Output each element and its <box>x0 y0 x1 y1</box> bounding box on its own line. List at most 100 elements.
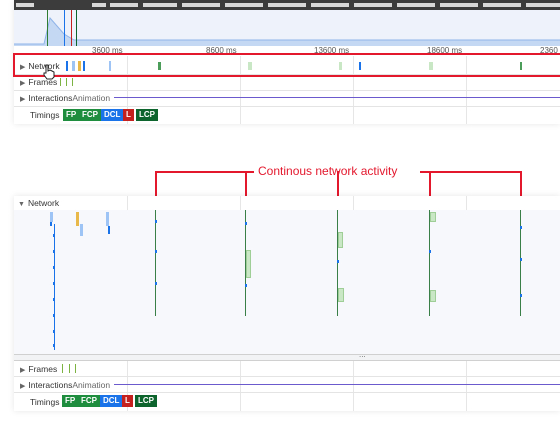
network-track-label[interactable]: ▼Network <box>18 198 62 208</box>
collapse-icon[interactable]: ▼ <box>18 201 25 208</box>
network-request[interactable] <box>245 284 247 287</box>
network-request[interactable] <box>338 288 344 302</box>
network-request[interactable] <box>53 344 55 347</box>
filmstrip-frame <box>225 3 263 7</box>
interactions-track-label[interactable]: ▶InteractionsAnimation <box>20 93 113 103</box>
timeline-overview-panel: 3600 ms 8600 ms 13600 ms 18600 ms 2360 ▶… <box>14 0 560 124</box>
network-request[interactable] <box>106 212 109 226</box>
network-request[interactable] <box>248 62 252 70</box>
cpu-overview[interactable] <box>14 0 560 46</box>
network-request[interactable] <box>50 212 53 222</box>
timeline-expanded-panel: ▼Network <box>14 196 560 411</box>
network-request-burst[interactable] <box>245 210 246 316</box>
network-request[interactable] <box>53 298 55 301</box>
interactions-track-label[interactable]: ▶InteractionsAnimation <box>20 380 113 390</box>
network-request[interactable] <box>359 62 361 70</box>
network-request[interactable] <box>53 234 55 237</box>
time-ruler: 3600 ms 8600 ms 13600 ms 18600 ms 2360 <box>14 46 560 56</box>
network-request[interactable] <box>337 260 339 263</box>
frame-marker[interactable] <box>75 364 76 373</box>
network-request[interactable] <box>53 266 55 269</box>
interaction-line <box>114 97 560 98</box>
timing-fcp-badge[interactable]: FCP <box>78 395 100 407</box>
expand-icon[interactable]: ▶ <box>20 367 26 374</box>
network-request[interactable] <box>53 314 55 317</box>
annotation-arrow <box>337 171 339 201</box>
ruler-tick: 18600 ms <box>427 46 463 55</box>
network-request-chain[interactable] <box>54 224 55 350</box>
timings-track[interactable]: Timings FP FCP DCL L LCP <box>14 393 560 411</box>
network-request[interactable] <box>53 250 55 253</box>
network-waterfall[interactable] <box>14 210 560 354</box>
expand-icon[interactable]: ▶ <box>20 64 26 71</box>
timings-track-label[interactable]: Timings <box>30 397 62 407</box>
network-request-burst[interactable] <box>520 210 521 316</box>
frame-marker[interactable] <box>69 364 70 373</box>
timings-track[interactable]: Timings FP FCP DCL L LCP <box>14 106 560 124</box>
network-request[interactable] <box>430 212 436 222</box>
timing-lcp-badge[interactable]: LCP <box>135 395 157 407</box>
network-track-header[interactable]: ▼Network <box>14 196 560 210</box>
interactions-track[interactable]: ▶InteractionsAnimation <box>14 90 560 107</box>
network-request[interactable] <box>430 290 436 302</box>
filmstrip-frame <box>110 3 138 7</box>
network-track-label[interactable]: ▶Network <box>20 61 62 71</box>
network-request[interactable] <box>520 294 522 297</box>
network-request[interactable] <box>429 62 433 70</box>
network-request[interactable] <box>520 258 522 261</box>
network-request[interactable] <box>245 222 247 225</box>
expand-icon[interactable]: ▶ <box>20 96 26 103</box>
network-request[interactable] <box>520 226 522 229</box>
frames-track-label[interactable]: ▶Frames <box>20 77 60 87</box>
interactions-track[interactable]: ▶InteractionsAnimation <box>14 377 560 393</box>
annotation-label: Continous network activity <box>258 164 398 178</box>
frame-marker[interactable] <box>72 78 73 86</box>
network-request[interactable] <box>83 61 85 71</box>
network-request[interactable] <box>520 62 522 70</box>
network-request[interactable] <box>78 61 81 71</box>
timing-dcl-badge[interactable]: DCL <box>101 109 124 121</box>
frames-track-label[interactable]: ▶Frames <box>20 364 60 374</box>
network-request[interactable] <box>339 62 342 70</box>
frames-track[interactable]: ▶Frames <box>14 361 560 377</box>
network-request[interactable] <box>338 232 343 248</box>
frame-marker[interactable] <box>66 78 67 86</box>
network-request-burst[interactable] <box>337 210 338 316</box>
frame-marker[interactable] <box>62 364 63 373</box>
timing-lcp-badge[interactable]: LCP <box>136 109 158 121</box>
network-track[interactable]: ▶Network <box>14 58 560 75</box>
network-request-burst[interactable] <box>155 210 156 316</box>
timing-fcp-badge[interactable]: FCP <box>79 109 101 121</box>
filmstrip-frame <box>268 3 306 7</box>
network-request[interactable] <box>158 62 161 70</box>
network-request[interactable] <box>108 226 110 234</box>
timing-fp-badge[interactable]: FP <box>63 109 80 121</box>
timing-dcl-badge[interactable]: DCL <box>100 395 123 407</box>
track-resize-handle[interactable]: ... <box>14 350 560 361</box>
network-request[interactable] <box>109 61 111 71</box>
network-request[interactable] <box>50 222 52 226</box>
network-request[interactable] <box>66 61 68 71</box>
network-request-burst[interactable] <box>429 210 430 316</box>
timing-l-badge[interactable]: L <box>123 109 134 121</box>
network-request[interactable] <box>155 220 157 223</box>
timing-fp-badge[interactable]: FP <box>62 395 79 407</box>
network-request[interactable] <box>155 282 157 285</box>
timing-l-badge[interactable]: L <box>122 395 133 407</box>
network-request[interactable] <box>53 282 55 285</box>
expand-icon[interactable]: ▶ <box>20 383 26 390</box>
network-request[interactable] <box>246 250 251 278</box>
annotation-arrow <box>155 171 157 201</box>
network-request[interactable] <box>155 250 157 253</box>
screenshot-filmstrip[interactable] <box>14 0 560 10</box>
network-request[interactable] <box>80 224 83 236</box>
frames-track[interactable]: ▶Frames <box>14 74 560 91</box>
timings-track-label[interactable]: Timings <box>30 110 62 120</box>
network-request[interactable] <box>429 250 431 253</box>
resize-grip-icon[interactable]: ... <box>359 350 366 359</box>
network-request[interactable] <box>72 61 75 71</box>
network-request[interactable] <box>53 330 55 333</box>
network-request[interactable] <box>76 212 79 226</box>
expand-icon[interactable]: ▶ <box>20 80 26 87</box>
frame-marker[interactable] <box>60 78 61 86</box>
